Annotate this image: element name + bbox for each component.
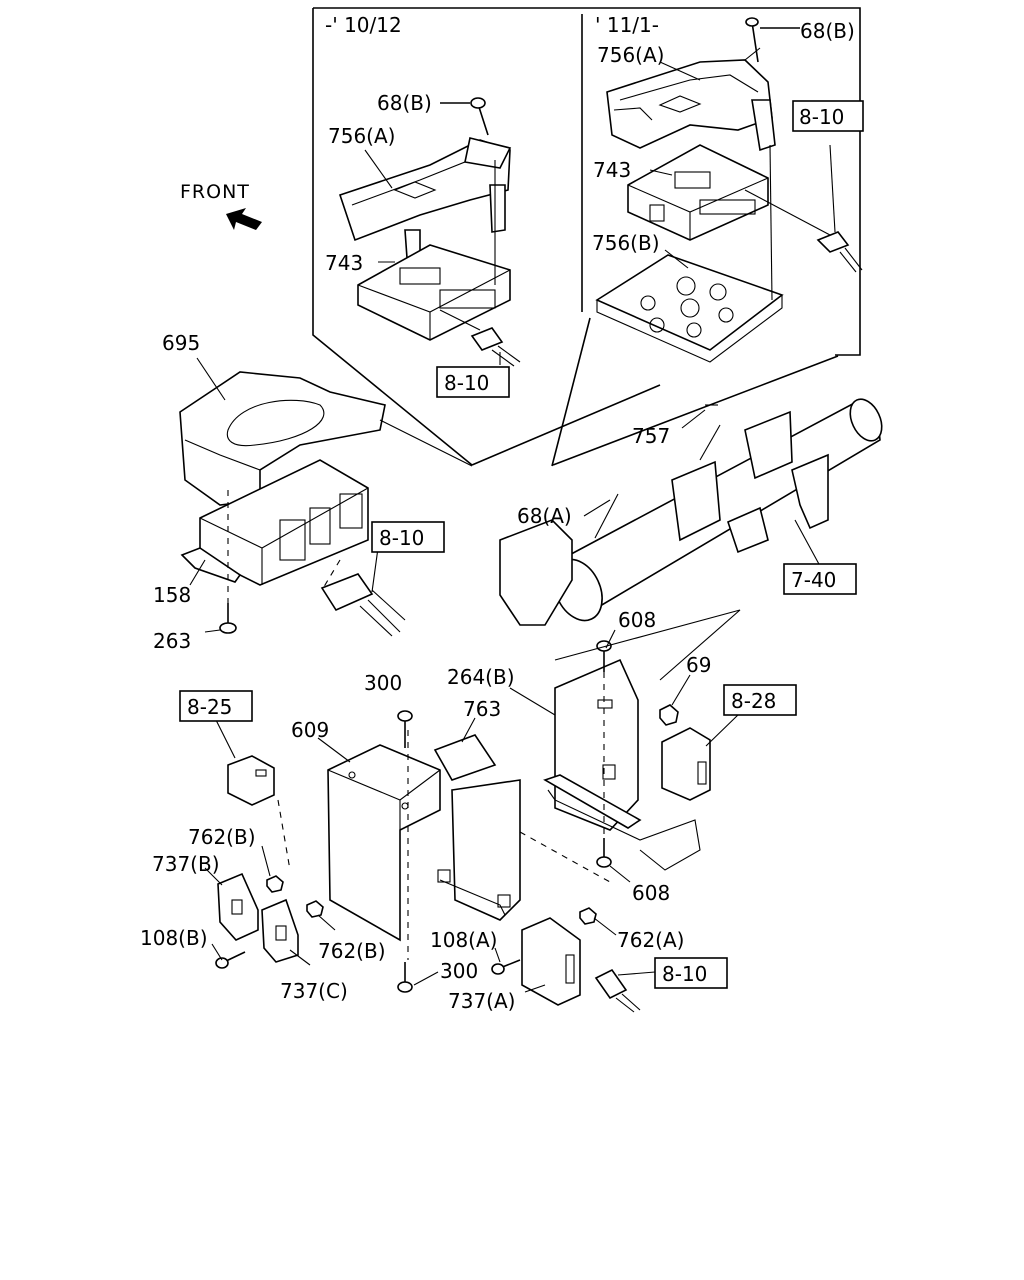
callout-737a: 737(A)	[448, 989, 515, 1013]
callout-756a-right: 756(A)	[597, 43, 664, 67]
front-arrow-icon	[226, 208, 262, 230]
bolt-68b-left	[440, 97, 489, 136]
callout-763: 763	[463, 697, 501, 721]
bolt-68b-right	[745, 17, 800, 63]
callout-762a: 762(A)	[617, 928, 684, 952]
ecu-158	[180, 459, 369, 586]
nut-69	[659, 704, 679, 726]
inset-left-period: -' 10/12	[325, 13, 402, 37]
ref-label-r5: 8-25	[187, 695, 232, 719]
ref-label-r6: 8-28	[731, 689, 776, 713]
callout-68b-right: 68(B)	[800, 19, 855, 43]
sensor-825	[227, 755, 275, 806]
inset-right-period: ' 11/1-	[595, 13, 659, 37]
callout-757: 757	[632, 424, 670, 448]
bracket-695	[179, 371, 386, 506]
nut-762b-lower	[306, 900, 324, 918]
bolt-608-top	[596, 640, 612, 672]
bolt-108a	[491, 959, 521, 975]
callout-609: 609	[291, 718, 329, 742]
ref-box-r6[interactable]: 8-28	[723, 684, 797, 716]
ref-box-r4[interactable]: 7-40	[783, 563, 857, 595]
callout-756a-left: 756(A)	[328, 124, 395, 148]
callout-263: 263	[153, 629, 191, 653]
ref-box-r2[interactable]: 8-10	[436, 366, 510, 398]
callout-300-top: 300	[364, 671, 402, 695]
bracket-609	[327, 744, 441, 942]
bolt-108b	[215, 951, 246, 969]
tray-756b-right	[595, 254, 784, 363]
bolt-300-bottom	[397, 962, 413, 993]
connector-left-inset	[470, 327, 521, 367]
clip-737b	[217, 872, 259, 941]
bolt-608-bottom	[596, 838, 612, 868]
clip-737a	[521, 917, 581, 1006]
ref-label-r7: 8-10	[662, 962, 707, 986]
callout-68a: 68(A)	[517, 504, 572, 528]
callout-69: 69	[686, 653, 711, 677]
bracket-264b	[543, 658, 701, 871]
connector-ecu	[320, 573, 406, 637]
bolt-263	[204, 603, 237, 634]
clip-737c	[261, 898, 299, 963]
leader-lines	[189, 61, 836, 993]
ref-label-r1: 8-10	[799, 105, 844, 129]
ref-label-r4: 7-40	[791, 568, 836, 592]
ref-box-r3[interactable]: 8-10	[371, 521, 445, 553]
callout-608-top: 608	[618, 608, 656, 632]
unit-743-left	[357, 244, 511, 341]
callout-608-bottom: 608	[632, 881, 670, 905]
callout-695: 695	[162, 331, 200, 355]
inset-frame	[312, 7, 861, 467]
connector-right-inset	[816, 231, 863, 273]
ref-box-r1[interactable]: 8-10	[792, 100, 864, 132]
nut-762a	[579, 907, 597, 925]
ref-label-r3: 8-10	[379, 526, 424, 550]
assembly-lines	[379, 419, 741, 681]
callout-737b: 737(B)	[152, 852, 220, 876]
callout-737c: 737(C)	[280, 979, 348, 1003]
callout-264b: 264(B)	[447, 665, 515, 689]
ref-box-r5[interactable]: 8-25	[179, 690, 253, 722]
connector-737a	[594, 968, 641, 1013]
ref-box-r7[interactable]: 8-10	[654, 957, 728, 989]
callout-108a: 108(A)	[430, 928, 497, 952]
callout-743-left: 743	[325, 251, 363, 275]
ref-label-r2: 8-10	[444, 371, 489, 395]
bracket-763	[433, 734, 521, 921]
bolt-300-top	[397, 710, 413, 748]
front-label: FRONT	[180, 181, 250, 203]
beam-brackets	[499, 410, 829, 626]
callout-762b-lower: 762(B)	[318, 939, 386, 963]
callout-756b-right: 756(B)	[592, 231, 660, 255]
bracket-756a-right	[606, 47, 776, 152]
callout-108b: 108(B)	[140, 926, 208, 950]
callout-743-right: 743	[593, 158, 631, 182]
callout-300-bottom: 300	[440, 959, 478, 983]
callout-762b-upper: 762(B)	[188, 825, 256, 849]
callout-158: 158	[153, 583, 191, 607]
nut-762b-upper	[266, 875, 284, 893]
dashed-lines	[227, 490, 611, 960]
unit-743-right	[627, 144, 769, 241]
module-828	[661, 727, 711, 801]
callout-68b-left: 68(B)	[377, 91, 432, 115]
